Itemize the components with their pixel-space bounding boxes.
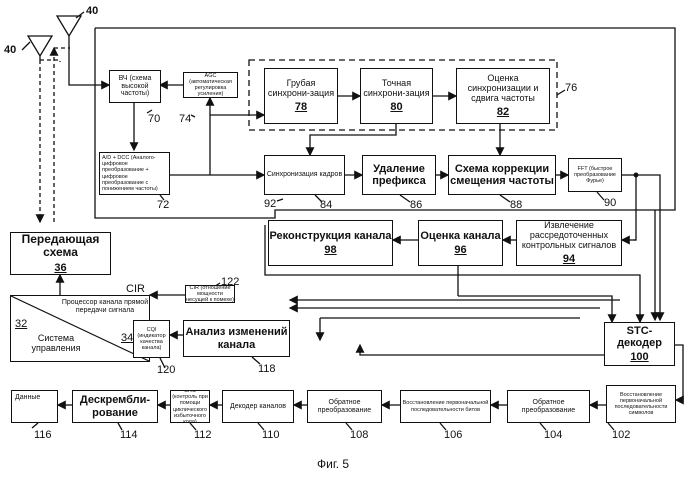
channel-decoder-number: 110 xyxy=(262,429,280,441)
data-output-block: Данные xyxy=(11,390,58,423)
adc-label: A/D + DCC (Аналого-цифровое преобразован… xyxy=(102,155,169,191)
channel-reconstruction-number: 98 xyxy=(324,244,336,256)
pilot-extraction-label: Извлечение рассредоточенных контрольных … xyxy=(517,221,621,251)
agc-block: AGC (автоматическая регулировка усиления… xyxy=(183,72,238,98)
transmit-circuit-label: Передающая схема xyxy=(11,233,110,259)
pilot-extraction-number: 94 xyxy=(563,253,575,265)
channel-analysis-label: Анализ изменений канала xyxy=(184,326,289,350)
agc-number: 74 xyxy=(179,113,191,125)
prefix-removal-block: Удаление префикса xyxy=(362,155,436,195)
sync-estimate-number: 82 xyxy=(497,106,509,118)
antenna-a-number: 40 xyxy=(4,44,16,56)
fine-sync-number: 80 xyxy=(390,101,402,113)
stc-decoder-number: 100 xyxy=(630,351,648,363)
channel-decoder-block: Декодер каналов xyxy=(222,390,294,423)
freq-correction-block: Схема коррекции смещения частоты xyxy=(448,155,556,195)
inverse-transform-b-number: 104 xyxy=(544,429,562,441)
cqi-block: CQI (индикатор качества канала) xyxy=(133,320,170,358)
prefix-removal-label: Удаление префикса xyxy=(363,163,435,187)
bit-restore-number: 106 xyxy=(444,429,462,441)
coarse-sync-number: 78 xyxy=(295,101,307,113)
fine-sync-label: Точная синхрони-зация xyxy=(361,79,432,99)
coarse-sync-block: Грубая синхрони-зация 78 xyxy=(264,68,338,124)
stc-decoder-block: STC-декодер 100 xyxy=(604,322,675,366)
coarse-sync-label: Грубая синхрони-зация xyxy=(265,79,337,99)
antenna-b-number: 40 xyxy=(86,5,98,17)
symbol-restore-number: 102 xyxy=(612,429,630,441)
forward-channel-processor-label: Процессор канала прямой передачи сигнала xyxy=(61,299,149,314)
descrambling-number: 114 xyxy=(120,429,138,441)
descrambling-block: Дескрембли-рование xyxy=(72,390,158,423)
inverse-transform-b-block: Обратное преобразование xyxy=(507,390,590,423)
channel-estimate-number: 96 xyxy=(454,244,466,256)
frame-sync-label: Синхронизация кадров xyxy=(267,171,342,179)
pilot-extraction-block: Извлечение рассредоточенных контрольных … xyxy=(516,220,622,266)
transmit-circuit-number: 36 xyxy=(54,262,66,274)
crc-number: 112 xyxy=(194,429,212,441)
crc-label: CRC (контроль при помощи циклического из… xyxy=(171,390,209,423)
adc-block: A/D + DCC (Аналого-цифровое преобразован… xyxy=(99,152,170,195)
control-number-a: 32 xyxy=(15,318,27,330)
channel-reconstruction-block: Реконструкция канала 98 xyxy=(268,220,393,266)
inverse-transform-a-block: Обратное преобразование xyxy=(307,390,382,423)
fft-label: FFT (быстрое преобразование Фурье) xyxy=(569,166,621,184)
agc-label: AGC (автоматическая регулировка усиления… xyxy=(184,73,237,97)
adc-number: 72 xyxy=(157,199,169,211)
frame-sync-outer-number: 92 xyxy=(264,198,276,210)
transmit-circuit-block: Передающая схема 36 xyxy=(10,232,111,275)
control-number-b: 34 xyxy=(121,332,133,344)
cir-number: 122 xyxy=(221,276,239,288)
channel-estimate-block: Оценка канала 96 xyxy=(418,220,503,266)
rf-label: ВЧ (схема высокой частоты) xyxy=(110,75,160,98)
prefix-removal-number: 86 xyxy=(410,199,422,211)
sync-estimate-label: Оценка синхронизации и сдвига частоты xyxy=(457,74,549,104)
cir-tag: CIR xyxy=(126,283,145,295)
channel-reconstruction-label: Реконструкция канала xyxy=(269,230,391,242)
stc-decoder-label: STC-декодер xyxy=(605,325,674,349)
freq-correction-label: Схема коррекции смещения частоты xyxy=(449,163,555,187)
channel-estimate-label: Оценка канала xyxy=(420,230,500,242)
frame-sync-number: 84 xyxy=(320,199,332,211)
cqi-number: 120 xyxy=(157,364,175,376)
inverse-transform-a-number: 108 xyxy=(350,429,368,441)
rf-block: ВЧ (схема высокой частоты) xyxy=(109,70,161,103)
inverse-transform-a-label: Обратное преобразование xyxy=(308,399,381,414)
channel-analysis-block: Анализ изменений канала xyxy=(183,320,290,357)
control-system-label: Система управления xyxy=(21,334,91,354)
figure-caption: Фиг. 5 xyxy=(317,457,349,471)
descrambling-label: Дескрембли-рование xyxy=(73,394,157,418)
sync-estimate-block: Оценка синхронизации и сдвига частоты 82 xyxy=(456,68,550,124)
inverse-transform-b-label: Обратное преобразование xyxy=(508,399,589,414)
cqi-label: CQI (индикатор качества канала) xyxy=(134,327,169,351)
symbol-restore-block: Восстановление первоначальной последоват… xyxy=(606,385,676,423)
channel-decoder-label: Декодер каналов xyxy=(230,403,286,411)
bit-restore-label: Восстановление первоначальной последоват… xyxy=(401,400,490,412)
frame-sync-block: Синхронизация кадров xyxy=(264,155,345,195)
symbol-restore-label: Восстановление первоначальной последоват… xyxy=(607,392,675,416)
control-system-block: Процессор канала прямой передачи сигнала… xyxy=(10,295,150,362)
fft-block: FFT (быстрое преобразование Фурье) xyxy=(568,158,622,192)
sync-group-number: 76 xyxy=(565,82,577,94)
rf-number: 70 xyxy=(148,113,160,125)
channel-analysis-number: 118 xyxy=(258,363,276,375)
bit-restore-block: Восстановление первоначальной последоват… xyxy=(400,390,491,423)
data-output-label: Данные xyxy=(15,394,40,402)
crc-block: CRC (контроль при помощи циклического из… xyxy=(170,390,210,423)
fft-number: 90 xyxy=(604,197,616,209)
fine-sync-block: Точная синхрони-зация 80 xyxy=(360,68,433,124)
data-output-number: 116 xyxy=(34,429,52,441)
freq-correction-number: 88 xyxy=(510,199,522,211)
